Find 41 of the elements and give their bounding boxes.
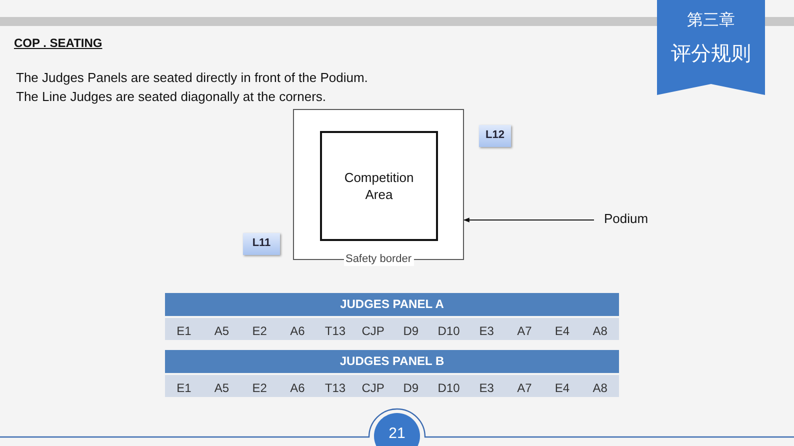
judge-position: E4 [554,324,570,338]
judge-position: A8 [592,324,608,338]
title: COP . SEATING [14,36,102,50]
podium-label: Podium [604,211,648,226]
judge-position: CJP [362,324,384,338]
panel-header: JUDGES PANEL B [340,354,444,368]
judge-position: A7 [517,381,532,395]
body-text: The Judges Panels are seated directly in front of the Podium. [16,70,368,85]
judge-position: D9 [403,381,419,395]
page-number: 21 [388,425,406,442]
line-judge-marker [479,125,511,147]
judge-position: E1 [176,324,192,338]
judge-position: A7 [517,324,532,338]
judge-position: A6 [290,381,305,395]
arrow [463,218,594,222]
zone-label: Safety border [343,253,414,266]
judge-position: T13 [324,381,346,395]
body-text: The Line Judges are seated diagonally at the corners. [16,89,326,104]
judge-position: E2 [252,381,267,395]
chapter-heading: 第三章 [687,10,735,31]
judge-label: L11 [252,237,271,249]
competition-area-box [320,131,438,241]
judge-position: E2 [252,324,267,338]
judge-label: L12 [486,129,504,141]
judge-position: E3 [479,381,494,395]
judge-position: A5 [214,381,230,395]
judge-position: A5 [214,324,230,338]
judge-position: E1 [176,381,192,395]
judge-position: CJP [362,381,384,395]
zone-label: Competition Area [343,169,415,203]
judge-position: D10 [438,381,460,395]
chapter-heading: 评分规则 [671,42,751,67]
judge-position: E3 [479,324,494,338]
judge-position: T13 [324,324,346,338]
panel-header: JUDGES PANEL A [340,297,444,311]
judge-position: D9 [403,324,419,338]
judge-position: A8 [592,381,608,395]
line-judge-marker [243,233,280,255]
judge-position: D10 [438,324,460,338]
judge-position: A6 [290,324,305,338]
judge-position: E4 [554,381,570,395]
